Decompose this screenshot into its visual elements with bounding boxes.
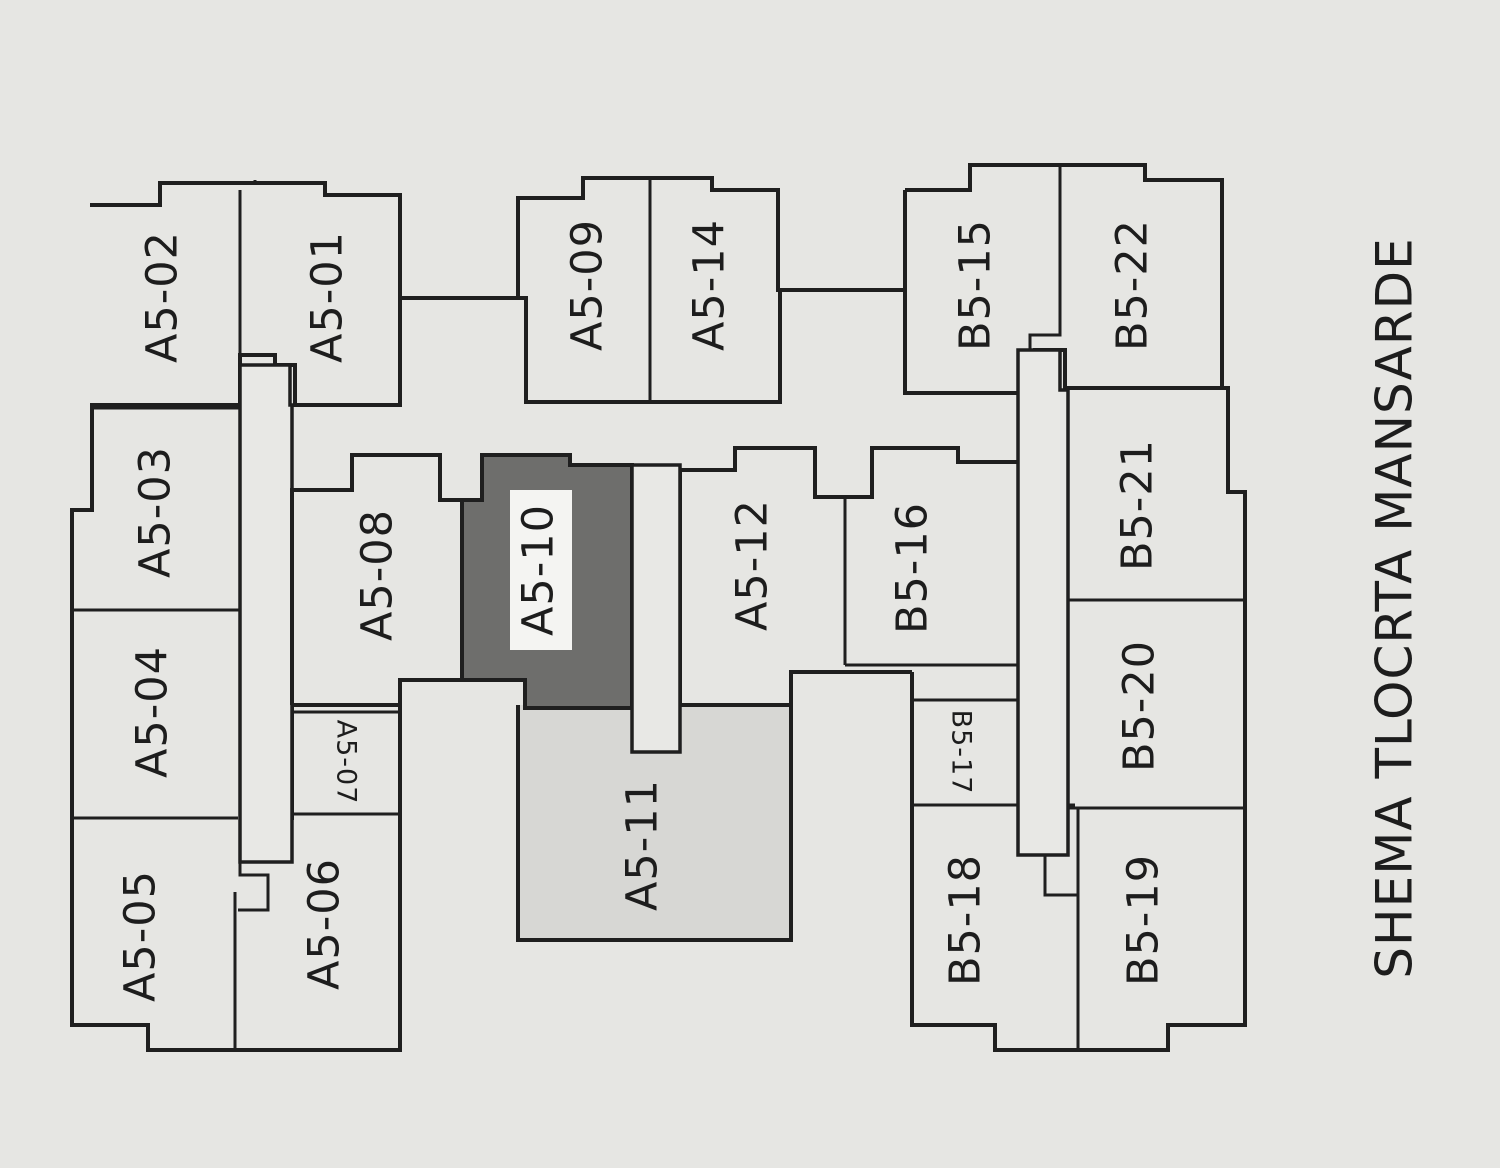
unit-label-a5-09[interactable]: A5-09 [563,219,613,351]
unit-label-a5-11[interactable]: A5-11 [618,779,668,911]
unit-label-a5-04[interactable]: A5-04 [128,646,178,778]
unit-label-a5-03[interactable]: A5-03 [131,446,181,578]
unit-label-b5-20[interactable]: B5-20 [1115,640,1165,772]
right-wing [903,163,1247,1052]
unit-label-b5-21[interactable]: B5-21 [1113,439,1163,571]
unit-label-a5-05[interactable]: A5-05 [116,870,166,1002]
top-center-block [400,176,905,404]
unit-label-b5-18[interactable]: B5-18 [941,854,991,986]
unit-label-b5-19[interactable]: B5-19 [1119,854,1169,986]
plan-title: SHEMA TLOCRTA MANSARDE [1366,237,1424,978]
unit-label-b5-22[interactable]: B5-22 [1108,219,1158,351]
unit-label-a5-02[interactable]: A5-02 [138,231,188,363]
unit-label-b5-15[interactable]: B5-15 [951,219,1001,351]
highlight-label-box [510,490,572,650]
center-cluster [290,446,1018,942]
unit-label-a5-12[interactable]: A5-12 [728,499,778,631]
unit-label-a5-10[interactable]: A5-10 [514,504,564,636]
unit-label-a5-07[interactable]: A5-07 [331,720,362,805]
unit-label-a5-08[interactable]: A5-08 [353,509,403,641]
unit-label-b5-17[interactable]: B5-17 [946,710,977,795]
unit-label-a5-06[interactable]: A5-06 [300,858,350,990]
unit-label-a5-01[interactable]: A5-01 [303,231,353,363]
unit-label-b5-16[interactable]: B5-16 [888,502,938,634]
unit-label-a5-14[interactable]: A5-14 [685,219,735,351]
left-wing [70,180,402,1052]
unit-labels: A5-02 A5-01 A5-03 A5-04 A5-05 A5-06 A5-0… [116,219,1169,1002]
